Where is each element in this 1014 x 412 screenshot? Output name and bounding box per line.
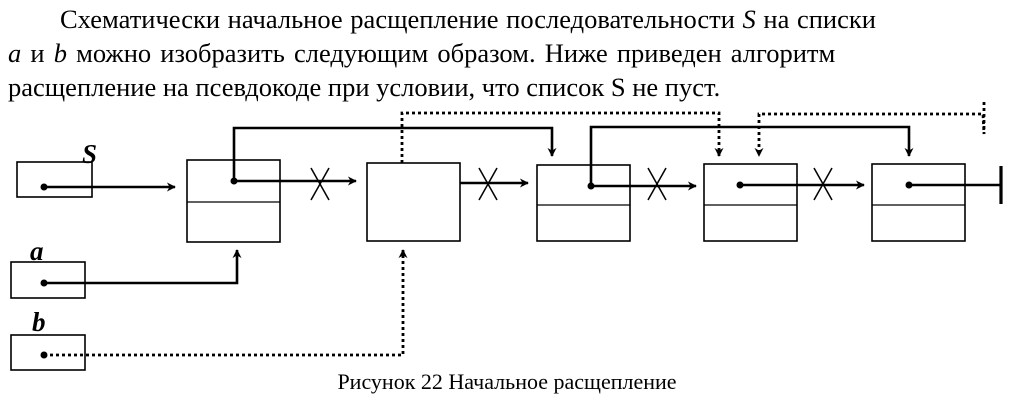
figure-caption: Рисунок 22 Начальное расщепление — [337, 369, 677, 394]
paragraph-text: и — [21, 38, 54, 68]
node3-next-arrow — [587, 167, 697, 201]
variable-s-inline: S — [742, 4, 756, 34]
list-node-5 — [871, 163, 966, 242]
node3-new-link-arrow — [589, 125, 914, 186]
node1-new-link-arrow — [232, 126, 557, 181]
label-a: a — [30, 236, 44, 266]
node5-nil-pointer — [905, 166, 1003, 204]
pointer-box-s — [16, 161, 93, 198]
label-b: b — [32, 307, 46, 337]
pointer-a-arrow — [40, 249, 242, 287]
continuation-dotted-arrow — [754, 102, 986, 157]
intro-paragraph: Схематически начальное расщепление после… — [8, 2, 1004, 104]
pointer-b-arrow — [40, 249, 408, 359]
paragraph-text: на списки — [755, 4, 876, 34]
pointer-box-b — [10, 334, 86, 371]
paragraph-text: можно изобразить следующим образом. Ниже… — [66, 38, 836, 68]
node4-next-arrow — [736, 167, 865, 201]
paragraph-text: Схематически начальное расщепление после… — [60, 4, 743, 34]
node2-next-arrow — [460, 167, 529, 201]
pointer-s-arrow — [40, 182, 176, 192]
paragraph-line-2: a и b можно изобразить следующим образом… — [8, 36, 1004, 70]
variable-a-inline: a — [8, 38, 22, 68]
node2-new-link-arrow — [400, 111, 724, 163]
list-node-4 — [703, 163, 798, 242]
node1-next-arrow — [230, 167, 357, 201]
variable-b-inline: b — [53, 38, 67, 68]
pointer-box-a — [10, 261, 86, 299]
list-node-3 — [536, 164, 631, 242]
paragraph-line-3: расщепление на псевдокоде при условии, ч… — [8, 72, 721, 102]
list-node-2 — [366, 162, 461, 242]
paragraph-line-1: Схематически начальное расщепление после… — [8, 2, 1004, 36]
label-s: S — [82, 139, 97, 169]
